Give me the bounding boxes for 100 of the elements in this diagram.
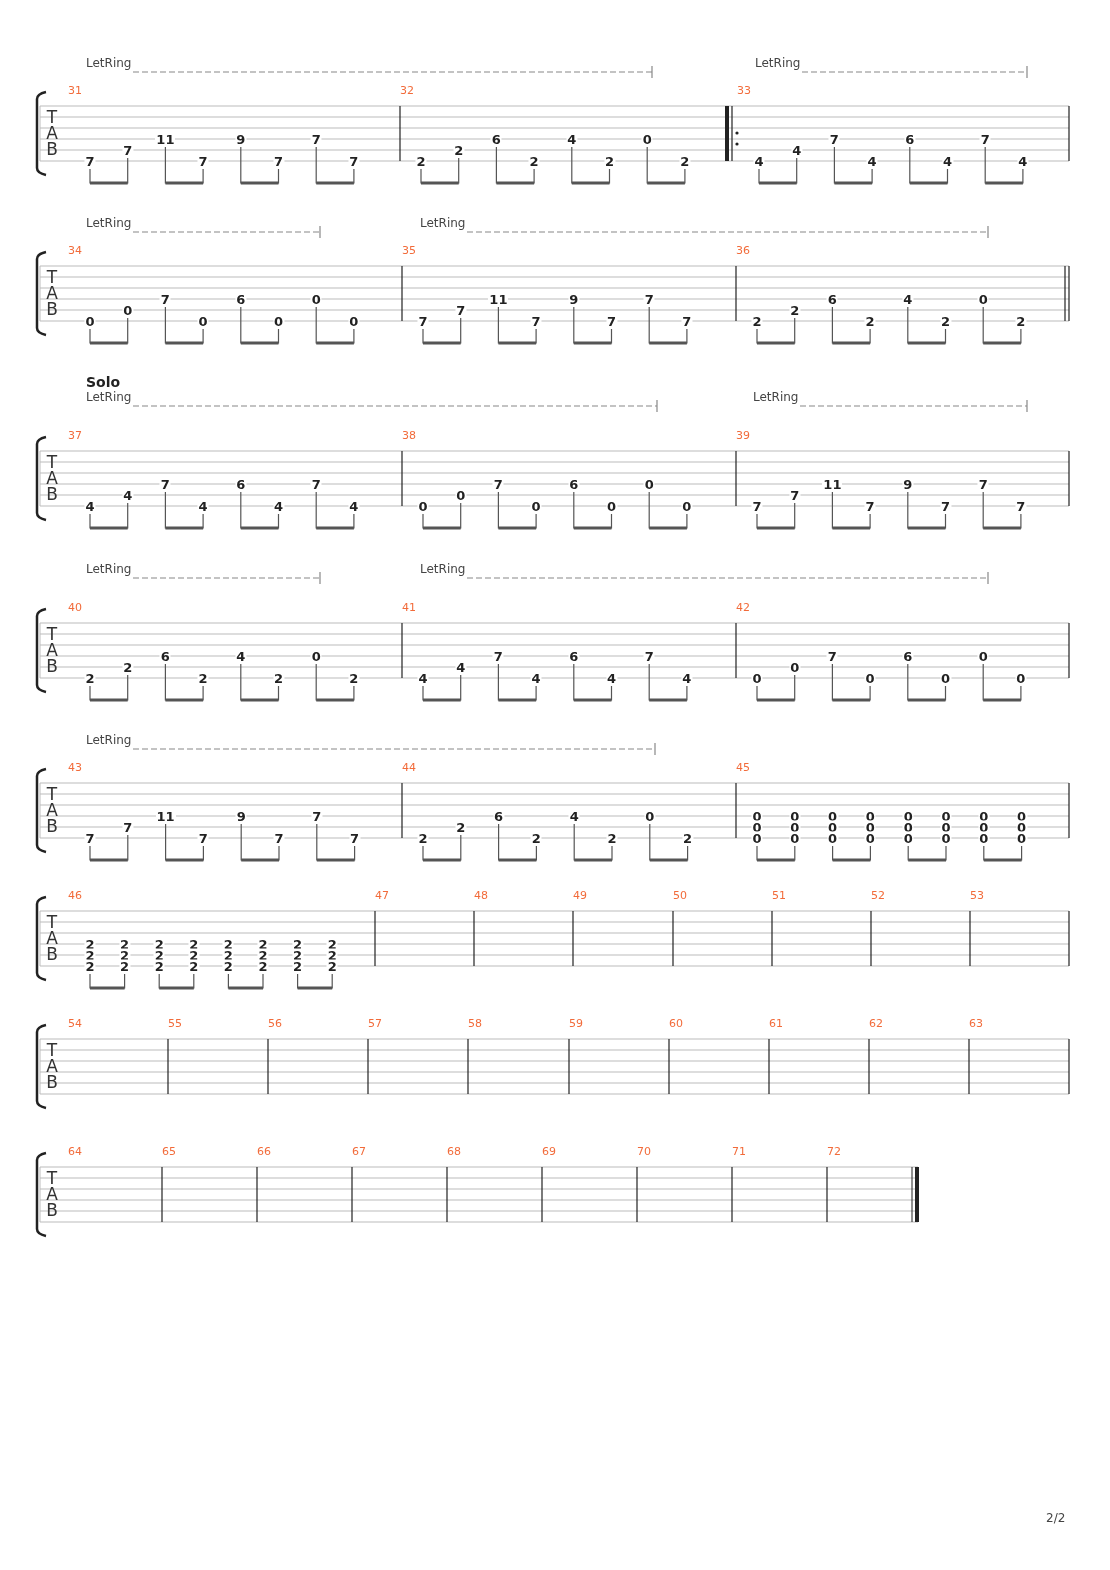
fret-number: 7 [273, 154, 284, 168]
fret-number: 7 [310, 477, 322, 491]
measure-number: 37 [68, 429, 82, 441]
measure-number: 38 [402, 429, 416, 441]
fret-number: 0 [417, 499, 429, 513]
fret-number: 4 [197, 499, 209, 513]
fret-number: 2 [119, 959, 131, 973]
fret-number: 6 [159, 649, 171, 663]
fret-number: 7 [492, 649, 504, 663]
measure-number: 51 [772, 889, 786, 901]
tab-clef-letter: B [46, 485, 58, 503]
measure-number: 36 [736, 244, 750, 256]
fret-number: 2 [789, 303, 801, 317]
fret-number: 7 [828, 132, 840, 146]
fret-number: 0 [348, 314, 360, 328]
fret-number: 6 [904, 132, 916, 146]
fret-number: 2 [940, 314, 951, 328]
measure-number: 41 [402, 601, 416, 613]
fret-number: 4 [417, 671, 429, 685]
fret-number: 4 [753, 154, 765, 168]
fret-number: 2 [222, 959, 234, 973]
fret-number: 2 [153, 959, 165, 973]
fret-number: 2 [84, 671, 96, 685]
fret-number: 0 [1015, 671, 1027, 685]
tab-clef-letter: A [46, 801, 58, 819]
measure-number: 42 [736, 601, 750, 613]
fret-number: 2 [1015, 314, 1027, 328]
fret-number: 7 [122, 143, 134, 157]
measure-number: 56 [268, 1017, 282, 1029]
fret-number: 0 [530, 499, 542, 513]
fret-number: 9 [235, 132, 247, 146]
fret-number: 4 [1017, 154, 1029, 168]
fret-number: 4 [348, 499, 360, 513]
fret-number: 0 [455, 488, 467, 502]
fret-number: 0 [827, 831, 839, 845]
fret-number: 4 [866, 154, 878, 168]
measure-number: 69 [542, 1145, 556, 1157]
fret-number: 9 [568, 292, 580, 306]
measure-number: 60 [669, 1017, 683, 1029]
fret-number: 7 [417, 314, 429, 328]
tab-clef-letter: T [46, 1169, 58, 1187]
fret-number: 0 [902, 831, 914, 845]
fret-number: 4 [530, 671, 542, 685]
fret-number: 7 [197, 831, 209, 845]
tab-clef-letter: B [46, 300, 58, 318]
let-ring-marking: LetRing [420, 563, 466, 575]
fret-number: 6 [568, 649, 580, 663]
fret-number: 2 [604, 154, 615, 168]
measure-number: 64 [68, 1145, 82, 1157]
fret-number: 0 [197, 314, 209, 328]
measure-number: 48 [474, 889, 488, 901]
fret-number: 7 [349, 831, 361, 845]
fret-number: 0 [940, 671, 951, 685]
tab-clef-letter: T [46, 785, 58, 803]
fret-number: 2 [197, 671, 209, 685]
fret-number: 7 [84, 154, 96, 168]
fret-number: 7 [530, 314, 542, 328]
fret-number: 2 [273, 671, 284, 685]
fret-number: 11 [822, 477, 843, 491]
measure-number: 72 [827, 1145, 841, 1157]
tab-clef-letter: T [46, 453, 58, 471]
let-ring-marking: LetRing [86, 217, 132, 229]
fret-number: 7 [84, 831, 96, 845]
fret-number: 0 [789, 831, 801, 845]
fret-number: 0 [1016, 831, 1028, 845]
measure-number: 33 [737, 84, 751, 96]
measure-number: 55 [168, 1017, 182, 1029]
measure-number: 31 [68, 84, 82, 96]
tab-clef-letter: T [46, 268, 58, 286]
measure-number: 61 [769, 1017, 783, 1029]
measure-number: 54 [68, 1017, 82, 1029]
measure-number: 47 [375, 889, 389, 901]
tab-clef-letter: B [46, 657, 58, 675]
fret-number: 0 [84, 314, 96, 328]
fret-number: 4 [235, 649, 247, 663]
tab-clef-letter: A [46, 284, 58, 302]
fret-number: 0 [643, 477, 655, 491]
measure-number: 70 [637, 1145, 651, 1157]
fret-number: 7 [681, 314, 693, 328]
fret-number: 4 [902, 292, 914, 306]
fret-number: 7 [826, 649, 838, 663]
fret-number: 4 [568, 809, 580, 823]
fret-number: 0 [864, 671, 876, 685]
fret-number: 4 [122, 488, 134, 502]
tab-clef-letter: B [46, 1073, 58, 1091]
fret-number: 0 [122, 303, 134, 317]
fret-number: 9 [902, 477, 914, 491]
fret-number: 0 [644, 809, 656, 823]
measure-number: 53 [970, 889, 984, 901]
measure-number: 63 [969, 1017, 983, 1029]
measure-number: 44 [402, 761, 416, 773]
fret-number: 7 [122, 820, 134, 834]
tab-clef-letter: A [46, 1185, 58, 1203]
measure-number: 71 [732, 1145, 746, 1157]
fret-number: 2 [453, 143, 465, 157]
tab-clef-letter: B [46, 140, 58, 158]
measure-number: 62 [869, 1017, 883, 1029]
fret-number: 7 [348, 154, 360, 168]
fret-number: 4 [84, 499, 96, 513]
tab-clef-letter: T [46, 108, 58, 126]
